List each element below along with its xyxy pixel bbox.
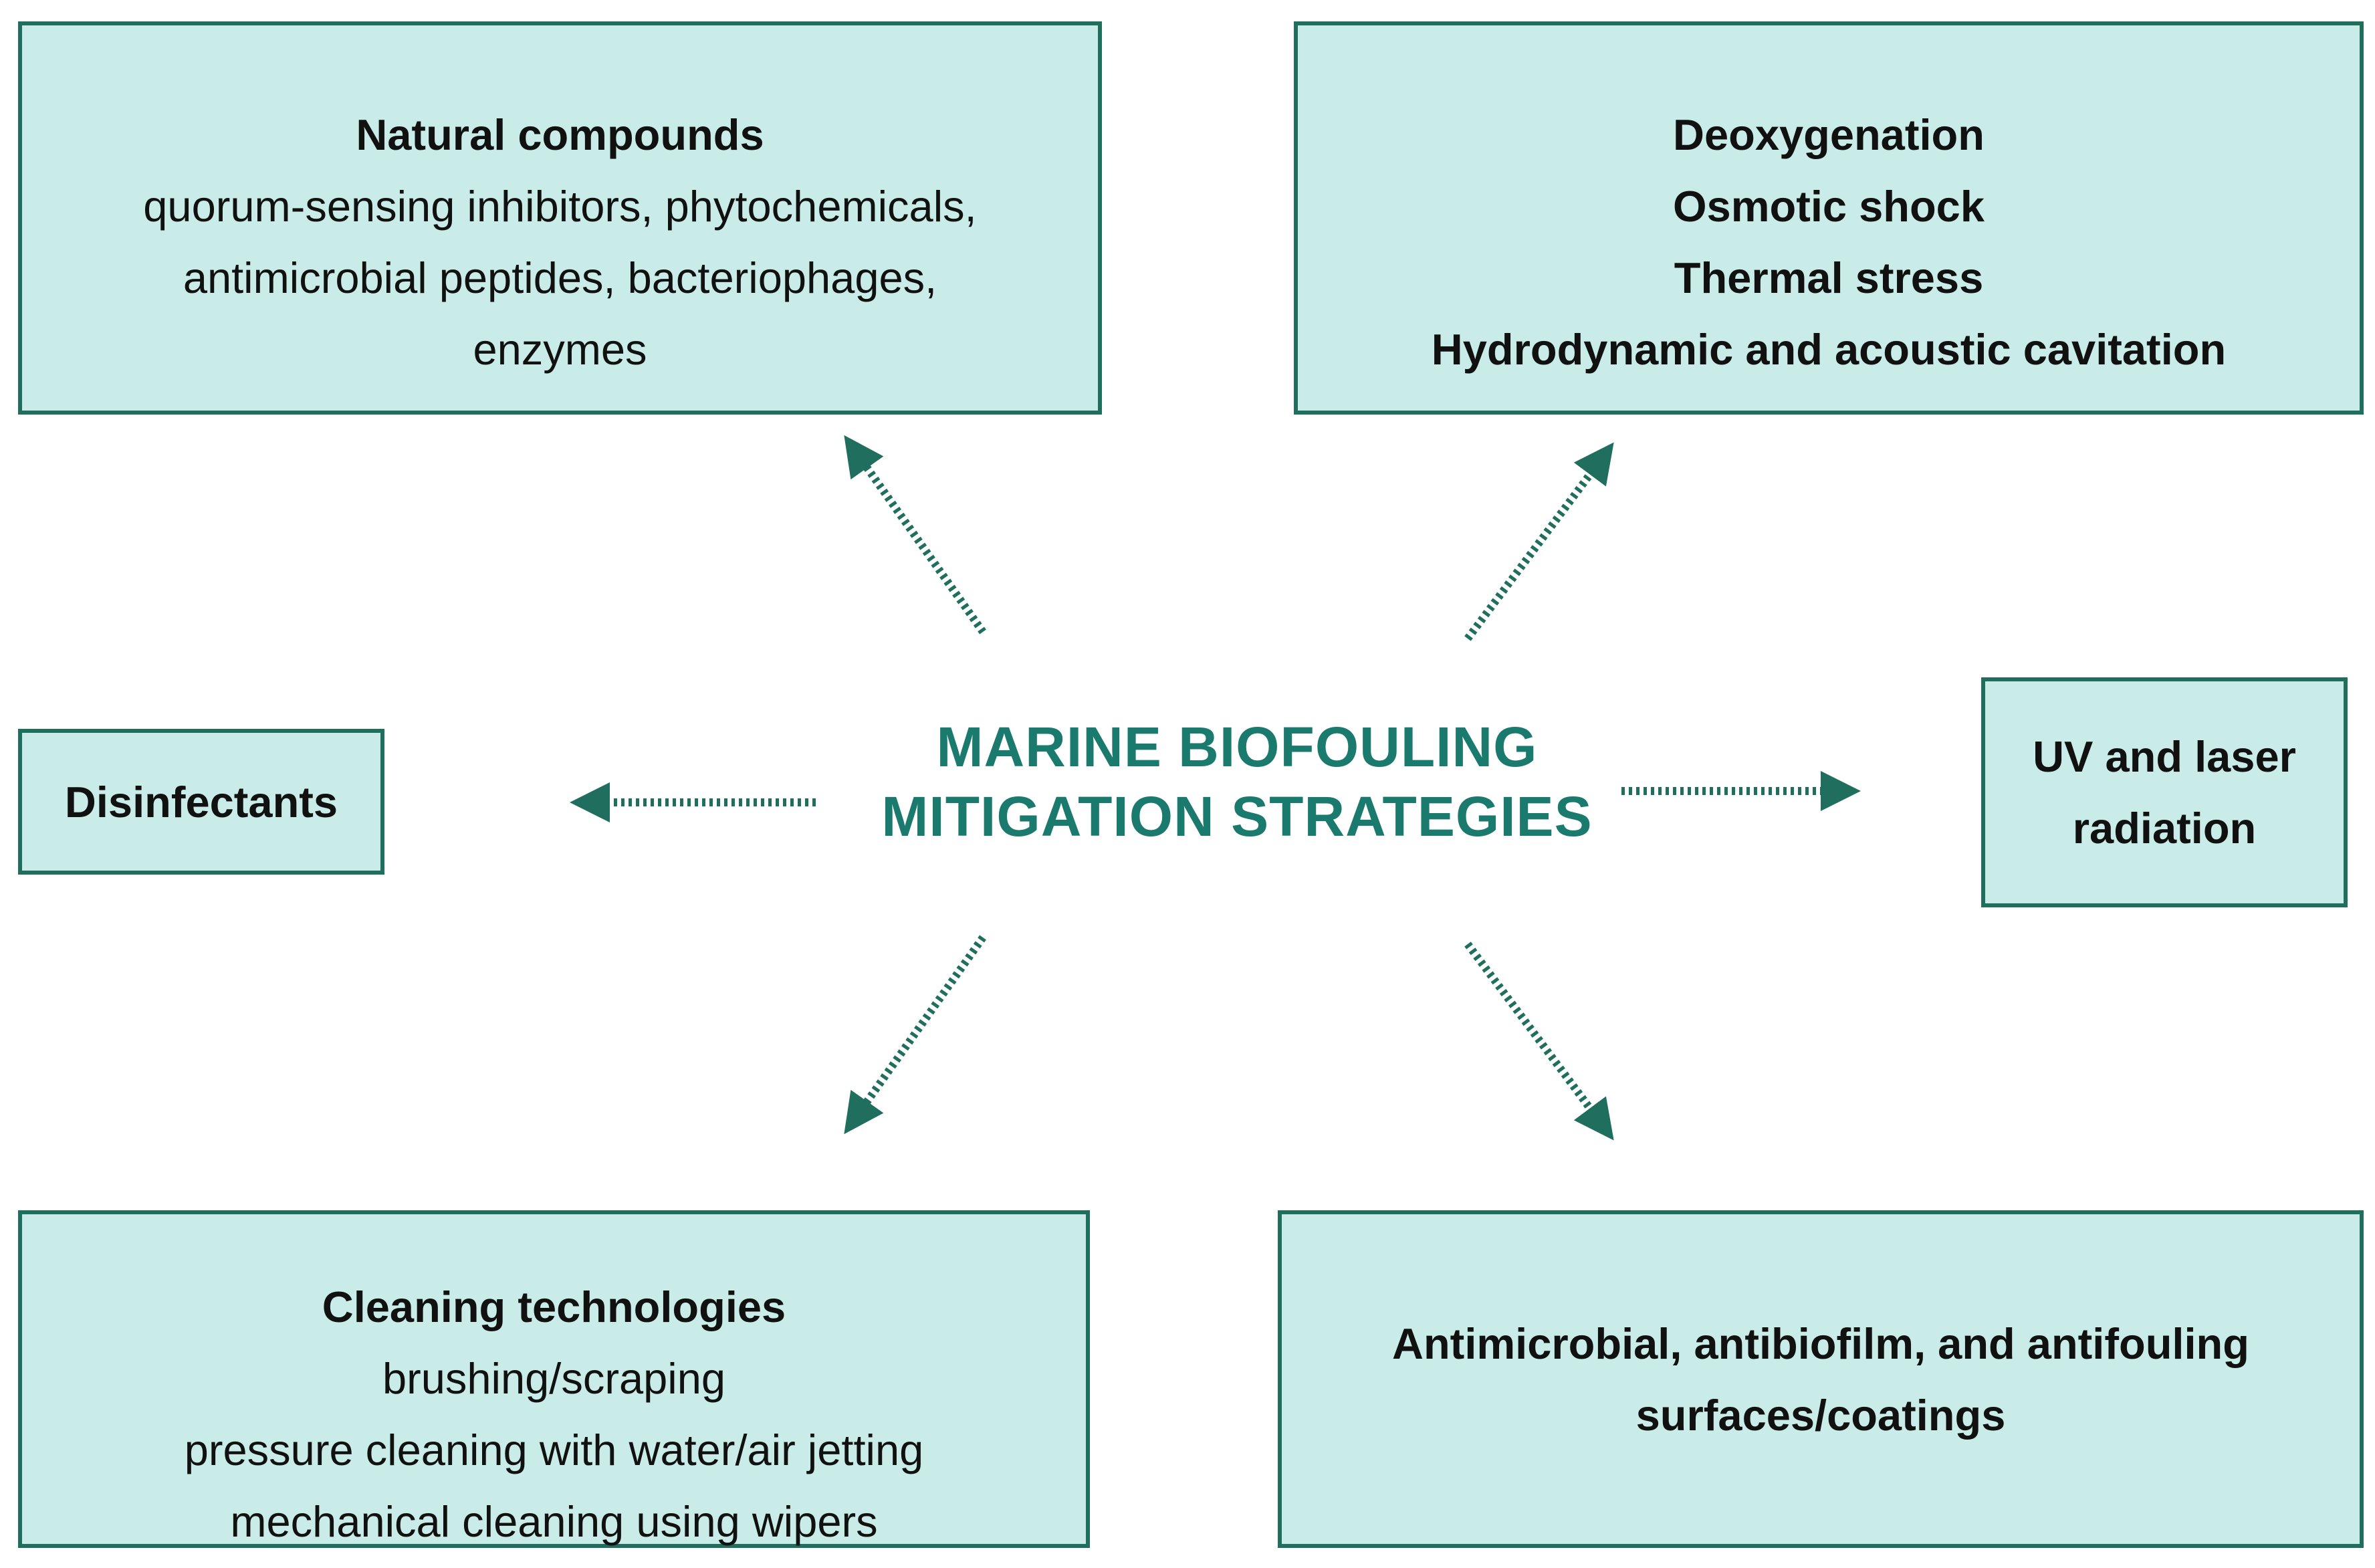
surfaces-line-2: surfaces/coatings bbox=[1635, 1390, 2006, 1440]
cleaning-line-2: pressure cleaning with water/air jetting bbox=[184, 1426, 924, 1474]
natural-compounds-line-1: quorum-sensing inhibitors, phytochemical… bbox=[143, 182, 977, 231]
natural-compounds-box: Natural compounds quorum-sensing inhibit… bbox=[18, 21, 1102, 415]
natural-compounds-line-2: antimicrobial peptides, bacteriophages, bbox=[183, 253, 937, 302]
arrow-to-physical-treatments bbox=[1464, 442, 1614, 641]
arrow-to-natural-compounds bbox=[844, 435, 986, 635]
disinfectants-box: Disinfectants bbox=[18, 729, 384, 875]
natural-compounds-title: Natural compounds bbox=[356, 110, 764, 159]
thermal-stress-label: Thermal stress bbox=[1674, 253, 1984, 302]
arrow-to-cleaning-technologies bbox=[844, 935, 986, 1135]
cleaning-line-3: mechanical cleaning using wipers bbox=[230, 1497, 878, 1546]
center-title: MARINE BIOFOULING MITIGATION STRATEGIES bbox=[769, 712, 1705, 851]
disinfectants-title: Disinfectants bbox=[64, 777, 338, 826]
arrow-to-surfaces-coatings bbox=[1464, 941, 1614, 1141]
cleaning-technologies-box: Cleaning technologies brushing/scraping … bbox=[18, 1210, 1090, 1548]
cavitation-label: Hydrodynamic and acoustic cavitation bbox=[1431, 325, 2227, 374]
natural-compounds-line-3: enzymes bbox=[473, 325, 647, 374]
uv-laser-line-2: radiation bbox=[2072, 804, 2257, 853]
center-title-line-2: MITIGATION STRATEGIES bbox=[881, 785, 1593, 848]
osmotic-shock-label: Osmotic shock bbox=[1673, 182, 1985, 231]
uv-laser-radiation-box: UV and laser radiation bbox=[1981, 677, 2348, 907]
center-title-line-1: MARINE BIOFOULING bbox=[936, 715, 1538, 778]
cleaning-line-1: brushing/scraping bbox=[382, 1354, 726, 1403]
surfaces-coatings-box: Antimicrobial, antibiofilm, and antifoul… bbox=[1278, 1210, 2364, 1548]
physical-treatments-box: Deoxygenation Osmotic shock Thermal stre… bbox=[1294, 21, 2364, 415]
uv-laser-line-1: UV and laser bbox=[2033, 732, 2296, 781]
surfaces-line-1: Antimicrobial, antibiofilm, and antifoul… bbox=[1392, 1319, 2249, 1368]
cleaning-technologies-title: Cleaning technologies bbox=[322, 1282, 786, 1331]
deoxygenation-label: Deoxygenation bbox=[1673, 110, 1985, 159]
